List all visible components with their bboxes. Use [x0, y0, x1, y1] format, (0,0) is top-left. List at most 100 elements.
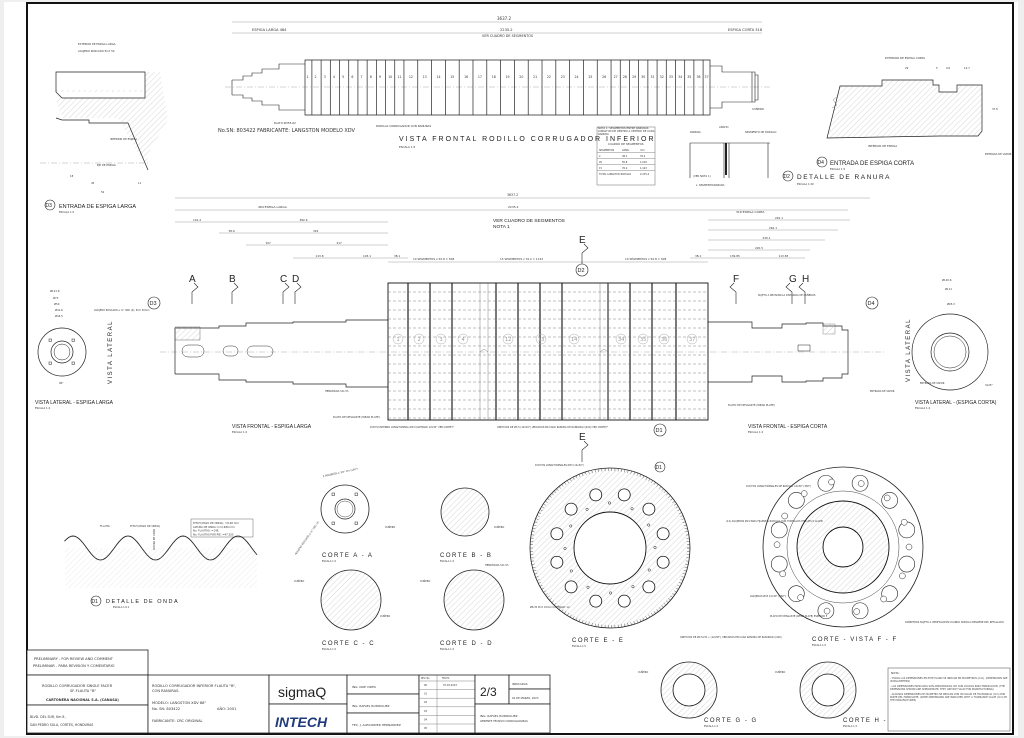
segment-number-circle	[568, 333, 580, 345]
side-left-dim: Ø50	[54, 301, 60, 306]
location-line2: SAN PEDRO SULA, CORTÉS, HONDURAS	[30, 722, 93, 727]
approver-role: GERENTE TÉCNICO CORRUGADORAS	[480, 718, 528, 723]
segment-number: 26	[602, 75, 606, 79]
d3-label-interior: INTERIOR DE ESPIGA	[110, 137, 137, 141]
small-hole	[609, 591, 612, 595]
bolt-hole	[857, 480, 865, 487]
segment-table-header: mm	[640, 149, 645, 152]
notes-title: NOTA:	[891, 671, 900, 675]
main-front-view: 3637.2 484 ESPIGA LARGA 2235.2 318 ESPIG…	[108, 193, 912, 462]
section-scale: ESCALA 1:2	[843, 725, 857, 728]
segment-number: 15	[450, 75, 454, 79]
side-left-scale: ESCALA 1:2	[35, 406, 50, 410]
side-left-hole-label: AGUJERO ROSCADO ⌀ ⅝" UNC (4), Prof. 50mm	[94, 309, 150, 312]
section-arrow	[294, 282, 302, 304]
segment-number: 2	[418, 337, 421, 343]
section-arrow	[231, 282, 239, 304]
segment-number: 14	[571, 337, 577, 343]
model: MODELO: LANGSTON XDV 88"	[152, 701, 206, 705]
d2-note-ref: (VER NOTA 1)	[693, 174, 711, 178]
section-scale: ESCALA 1:2	[322, 648, 336, 651]
d2-label-segment: SEGMENTO DE RODILLO	[745, 130, 776, 134]
d4-dim: 29	[905, 66, 909, 70]
preliminary-es: PRELIMINAR - PARA REVISIÓN Y COMENTARIO	[33, 663, 115, 668]
client-name: CARTONERA NACIONAL S.A. (CANASA)	[46, 698, 119, 702]
detail-tag-circle	[147, 296, 161, 310]
d2-label-groove: RANURA	[690, 130, 701, 134]
dim-value: 230.1	[763, 236, 771, 240]
segment-number: 28	[623, 75, 627, 79]
segment-number: 3	[324, 75, 326, 79]
side-left-dim: Ø41.6	[55, 307, 63, 312]
dim-value: 220.5	[755, 246, 763, 250]
detail-d3: EXTERIOR DE ESPIGA LARGA AGUJERO ROSCADO…	[40, 42, 168, 214]
drawing-frame	[26, 2, 1014, 735]
dim-value: 38.1	[695, 254, 701, 258]
segment-number: 27	[614, 75, 618, 79]
section-mark-e: E	[579, 235, 586, 246]
rev-number: 03	[424, 710, 428, 713]
duct-hole	[898, 555, 916, 573]
duct-hole	[851, 602, 869, 620]
detail-d2: RANURA ANCHO SEGMENTO DE RODILLO (VER NO…	[689, 125, 891, 187]
d2-l-seg: L. SEGMENTO/RANURA	[696, 183, 725, 187]
scale-value: INDICADAS	[512, 682, 528, 686]
rev-number: 00	[424, 684, 428, 687]
ff-ducts-label: DUCTOS LONGITUDINALES DE RODILLO 12x30° …	[746, 485, 811, 488]
aa-arc-label: 4 AGUJEROS ⌀ 3/8" nhr (100°)	[323, 468, 359, 478]
ee-orifices-label: ORIFICIOS DE Ø3.5x35 ↓ (12x30°) UBICADOS…	[680, 636, 782, 639]
segment-number: 21	[533, 75, 537, 79]
d4-tag: D4	[818, 160, 825, 166]
segment-number: 3	[440, 337, 443, 343]
section-title: CORTE B - B	[440, 553, 492, 559]
label-wear-plate-left: PLATO DE DESGASTE (WEAR PLATE)	[333, 415, 380, 419]
section-arrow	[282, 282, 290, 304]
segment-table-cell: 76.2	[622, 167, 628, 170]
main-scale-right: ESCALA 1:2	[748, 430, 763, 434]
ee-ducts-label: DUCTOS LONGITUDINALES Ø33 (12x30°)	[535, 464, 584, 467]
d4-dim: 37.6	[992, 107, 998, 111]
d3-dim: 45	[91, 181, 95, 185]
d4-dim: 12.7	[964, 66, 970, 70]
d4-dim: 9.6	[946, 66, 950, 70]
d1-spec-line: No. FLAUTAS: =148	[193, 529, 219, 533]
duct-hole	[589, 488, 603, 502]
side-view-left: Ø121.8 Ø73 Ø50 Ø41.6 Ø44.5 90° AGUJERO R…	[35, 288, 150, 410]
d1-label-pitch: PITCH (PASO DE ONDA)	[130, 524, 160, 528]
top-front-view: 3637.2 ESPIGA LARGA 484 2235.2 VER CUADR…	[218, 16, 770, 149]
main-title-right: VISTA FRONTAL - ESPIGA CORTA	[748, 424, 828, 430]
section-c-c: CUÑERO CUÑERO	[294, 569, 390, 631]
year: AÑO: 2001	[217, 706, 236, 711]
segment-number: 36	[696, 75, 700, 79]
bolt-hole	[905, 543, 913, 551]
segment-number: 32	[660, 75, 664, 79]
duct-hole	[898, 521, 916, 539]
segment-number-circle	[615, 333, 627, 345]
bolt-hole	[900, 519, 908, 526]
section-arrow	[798, 282, 806, 304]
rev-number: 02	[424, 701, 428, 704]
section-mark-h: H	[802, 274, 809, 285]
project-line2: SF-FLAUTA "B"	[70, 689, 97, 693]
segment-number: 35	[640, 337, 646, 343]
small-hole	[586, 585, 590, 589]
gg-keyway-label: CUÑERO	[638, 671, 648, 674]
date: 02 DE MARZO, 2023	[512, 696, 539, 700]
d2-title: DETALLE DE RANURA	[797, 174, 891, 181]
segment-table-cell: 1,016	[640, 161, 647, 164]
section-arrow	[729, 282, 737, 304]
cc-keyway-label: CUÑERO	[294, 580, 304, 583]
section-scale: ESCALA 1:2	[440, 560, 454, 563]
segment-number: 4	[462, 337, 465, 343]
section-h-h: CUÑERO	[775, 661, 857, 719]
label-roller: RODILLO CORRUGADOR CON RANURAS	[376, 124, 431, 128]
main-note2: NOTA 1	[493, 224, 510, 230]
dd-keyway-label: CUÑERO	[420, 580, 430, 583]
d4-dim: 5	[936, 66, 938, 70]
top-dim-total: 3637.2	[497, 16, 511, 21]
bolt-hole	[883, 494, 891, 502]
section-scale: ESCALA 1:2	[704, 725, 718, 728]
main-title-left: VISTA FRONTAL - ESPIGA LARGA	[232, 424, 312, 430]
small-hole	[647, 568, 651, 572]
